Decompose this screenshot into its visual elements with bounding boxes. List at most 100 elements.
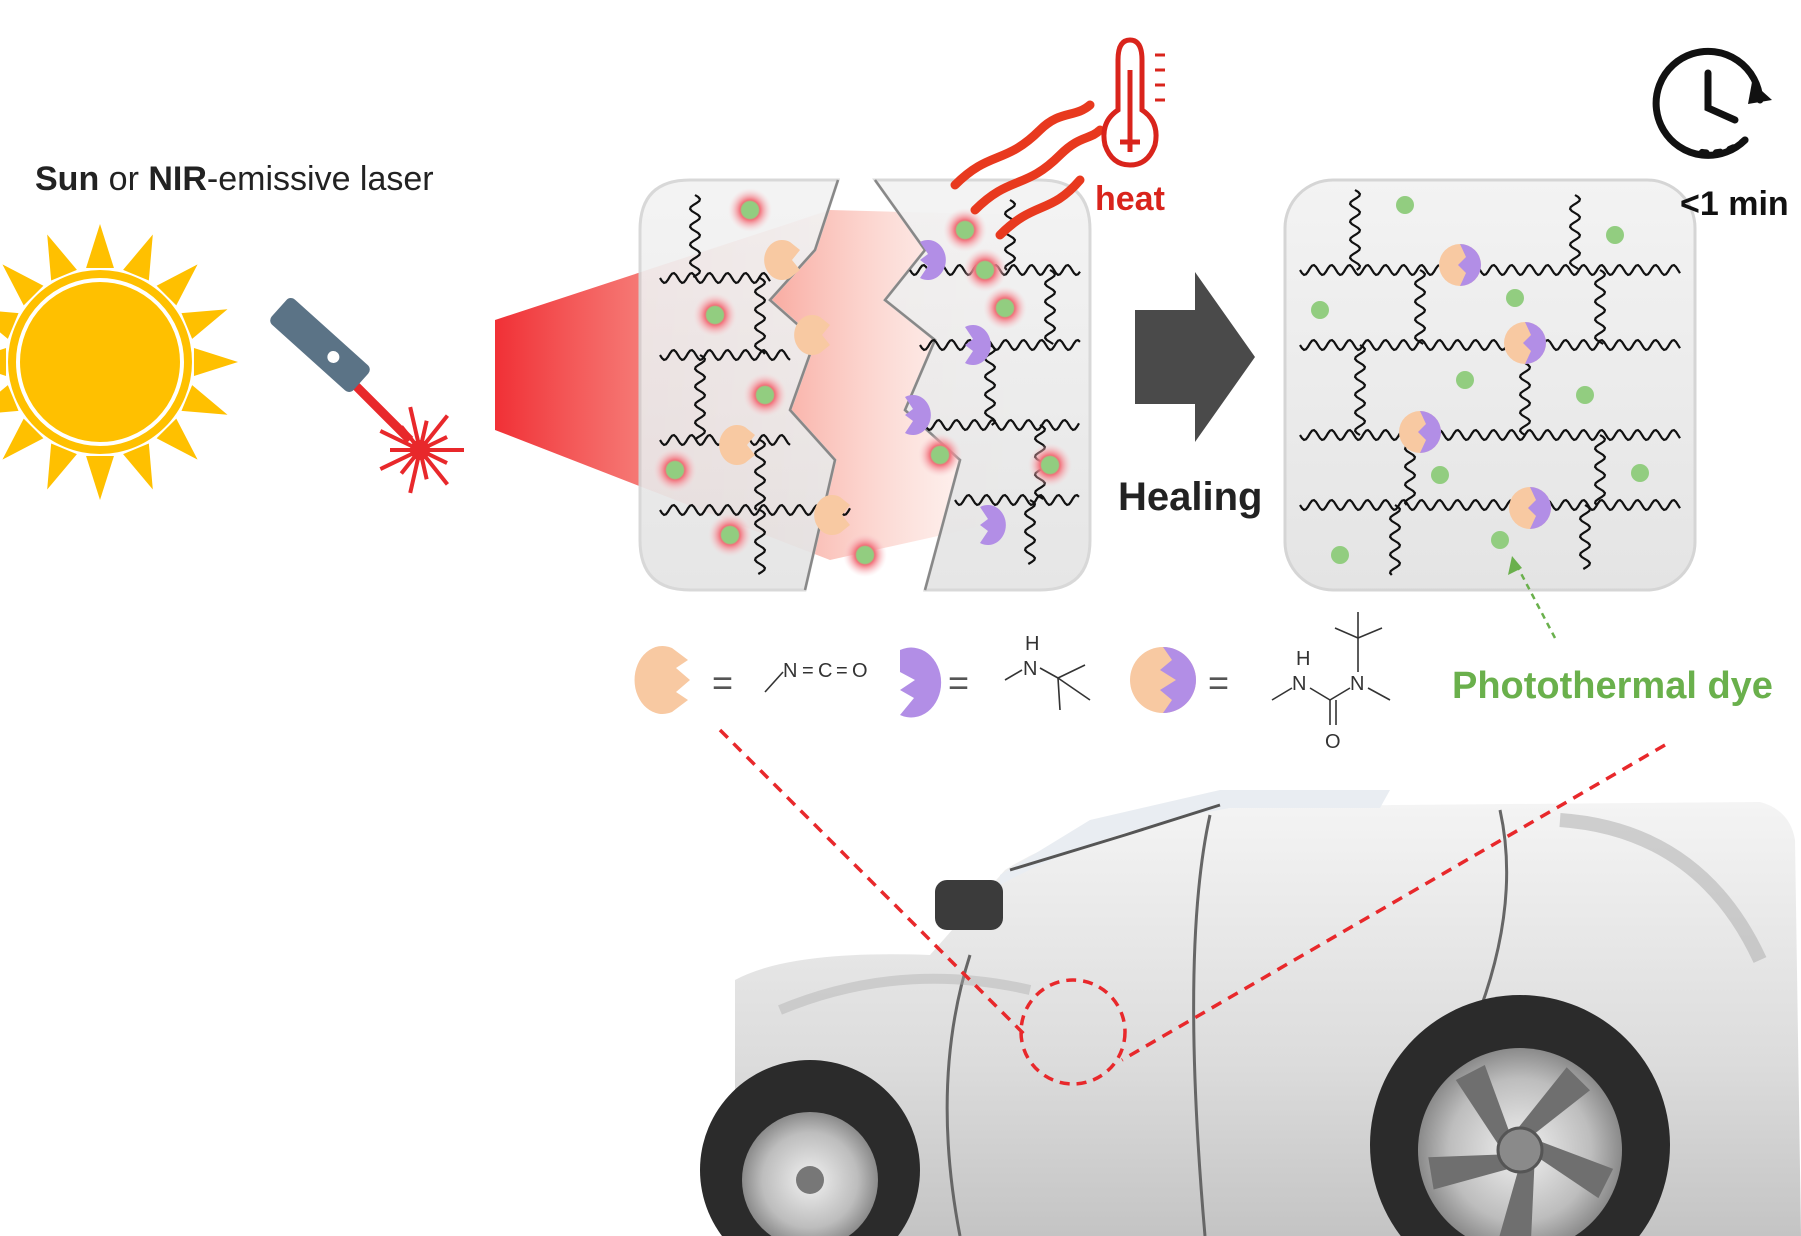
heat-label: heat: [1095, 180, 1165, 218]
sun-ray: [156, 264, 198, 306]
photothermal-dye-dot: [943, 208, 987, 252]
photothermal-dye-dot: [1631, 464, 1649, 482]
polymer-chain: [1003, 199, 1017, 271]
polymer-chain: [753, 509, 767, 575]
isocyanate-group: [764, 239, 800, 280]
sun-ray: [181, 309, 228, 339]
sun-ray: [193, 348, 238, 376]
healed-polymer-panel: [1283, 178, 1697, 592]
polymer-chain: [693, 354, 707, 440]
polymer-chain: [1388, 504, 1402, 576]
dye-pointer-head: [1508, 556, 1522, 575]
polymer-chain: [1593, 269, 1607, 345]
legend-equals-2: =: [948, 662, 969, 703]
photothermal-dye-dot: [983, 286, 1027, 330]
isocyanate-legend-icon: [634, 646, 690, 714]
sun-icon: [0, 224, 238, 500]
sun-ray: [0, 385, 19, 413]
sun-ray: [47, 234, 77, 281]
urea-o: O: [1325, 731, 1341, 753]
sun-ray: [86, 455, 114, 500]
amine-h: H: [1025, 633, 1039, 655]
car-illustration: [700, 790, 1801, 1236]
wheel-spoke: [1455, 1065, 1510, 1148]
sun-ray: [2, 264, 44, 306]
polymer-chain: [1578, 504, 1592, 570]
polymer-chain: [919, 338, 1081, 352]
polymer-chain: [1043, 269, 1057, 345]
urea-n1: N: [1292, 673, 1306, 695]
photothermal-dye-dot: [918, 433, 962, 477]
polymer-chain: [1299, 263, 1681, 277]
photothermal-dye-dot: [1456, 371, 1474, 389]
polymer-chain: [1348, 189, 1362, 271]
source-label-nir: NIR: [148, 160, 207, 198]
urea-h: H: [1296, 648, 1310, 670]
amine-structure: H N: [1004, 633, 1091, 711]
wheel-spoke: [1537, 1140, 1614, 1199]
iso-eq1: =: [802, 660, 814, 682]
healing-label: Healing: [1118, 475, 1262, 519]
polymer-chain: [659, 271, 771, 285]
polymer-chain: [659, 348, 791, 362]
source-label-end: -emissive laser: [207, 160, 434, 198]
photothermal-dye-label: Photothermal dye: [1452, 665, 1773, 707]
urea-n2: N: [1350, 673, 1364, 695]
photothermal-dye-dot: [1606, 226, 1624, 244]
urea-group-amine: [1418, 411, 1441, 453]
zoom-line-right: [1121, 743, 1666, 1062]
legend-equals-1: =: [712, 662, 733, 703]
urea-group-amine: [1458, 244, 1481, 286]
amine-legend-icon: [900, 647, 942, 718]
amine-group: [905, 394, 931, 435]
urea-legend-icon: [1130, 647, 1196, 713]
photothermal-dye-dot: [1431, 466, 1449, 484]
polymer-chain: [1299, 338, 1681, 352]
iso-eq2: =: [836, 660, 848, 682]
polymer-chain: [1023, 499, 1037, 565]
amine-n: N: [1023, 658, 1037, 680]
source-label-sun: Sun: [35, 160, 99, 198]
wheel-spoke: [1516, 1067, 1590, 1135]
damage-spot-highlight: [1019, 978, 1127, 1086]
photothermal-dye-dot: [1331, 546, 1349, 564]
polymer-chain: [924, 418, 1080, 432]
polymer-chain: [688, 194, 702, 278]
isocyanate-group: [794, 315, 830, 355]
urea-group-amine: [1523, 322, 1546, 364]
photothermal-dye-dot: [963, 248, 1007, 292]
source-label-or: or: [99, 160, 148, 198]
laser-pointer-icon: [270, 298, 464, 494]
amine-group: [980, 505, 1006, 546]
sun-ray: [156, 418, 198, 460]
iso-n: N: [783, 660, 797, 682]
legend-equals-3: =: [1208, 662, 1229, 703]
polymer-chain: [1299, 498, 1681, 512]
polymer-chain: [753, 277, 767, 355]
sun-ray: [47, 443, 77, 490]
photothermal-dye-dot: [1491, 531, 1509, 549]
damaged-polymer-panel: [638, 178, 1092, 592]
polymer-chain: [954, 493, 1080, 507]
photothermal-dye-dot: [1311, 301, 1329, 319]
photothermal-dye-dot: [1576, 386, 1594, 404]
polymer-chain: [1353, 344, 1367, 436]
urea-structure: H N O N: [1271, 612, 1391, 753]
photothermal-dye-dot: [843, 533, 887, 577]
arrow-right-icon: [1135, 272, 1255, 442]
polymer-chain: [753, 439, 767, 511]
polymer-chain: [1568, 194, 1582, 270]
sun-ray: [0, 311, 19, 339]
clock-icon: [1652, 47, 1772, 159]
polymer-chain: [1593, 434, 1607, 506]
isocyanate-structure: N = C = O: [764, 660, 868, 693]
isocyanate-group: [814, 495, 850, 536]
wheel-spoke: [1499, 1163, 1535, 1236]
photothermal-dye-dot: [653, 448, 697, 492]
dye-pointer: [1513, 561, 1557, 639]
wheel-spoke: [1428, 1154, 1512, 1190]
polymer-chain: [1299, 428, 1681, 442]
photothermal-dye-dot: [728, 188, 772, 232]
source-label: Sun or NIR-emissive laser: [35, 160, 434, 198]
sun-ray: [86, 224, 114, 269]
